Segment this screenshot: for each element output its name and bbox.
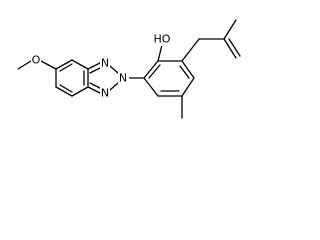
bond-phenol-1-inner [148, 64, 161, 79]
bond-c-ch2-double [223, 38, 237, 59]
bond-ring-ch2 [181, 38, 200, 62]
bond-c-oh [157, 44, 163, 62]
atom-nitrogen-bottom: N [100, 87, 110, 100]
hydroxyl-label: HO [154, 33, 171, 46]
bond-triazole-bottom-center [109, 82, 119, 91]
bond-benzo-1 [55, 59, 73, 70]
atom-oxygen-methoxy: O [31, 54, 41, 67]
bond-c-methyl [223, 19, 237, 40]
bond-triazole-top-double [87, 62, 101, 70]
bond-benzo-4 [71, 86, 89, 97]
oxygen-label: O [32, 54, 41, 67]
bond-phenol-6 [143, 77, 159, 97]
bond-triazole-bottom-double-inner [89, 82, 101, 89]
bond-triazole-top-double-inner [89, 67, 101, 74]
nitrogen-center-label: N [119, 72, 127, 85]
bond-phenol-4 [181, 77, 195, 97]
atom-nitrogen-center: N [118, 71, 129, 85]
bond-triazole-bottom-double [87, 86, 101, 94]
bond-c-ch2-double-inner [228, 38, 241, 57]
bond-methyl-oxygen [17, 60, 32, 70]
bond-phenol-3-inner [179, 65, 190, 79]
bond-triazole-top-center [109, 65, 119, 74]
bond-benzo-5 [55, 86, 73, 97]
atom-nitrogen-top: N [100, 57, 110, 70]
bond-phenol-3 [181, 60, 195, 79]
chemical-structure: O HO N N N [17, 19, 241, 119]
bond-benzo-2 [71, 59, 89, 70]
nitrogen-bottom-label: N [101, 87, 109, 100]
bond-benzo-1-inner [59, 63, 73, 72]
bond-oxygen-ring [40, 60, 57, 70]
atom-hydroxyl: HO [152, 33, 172, 46]
bond-benzo-5-inner [59, 84, 73, 93]
bond-phenol-1 [143, 60, 159, 79]
nitrogen-top-label: N [101, 57, 109, 70]
